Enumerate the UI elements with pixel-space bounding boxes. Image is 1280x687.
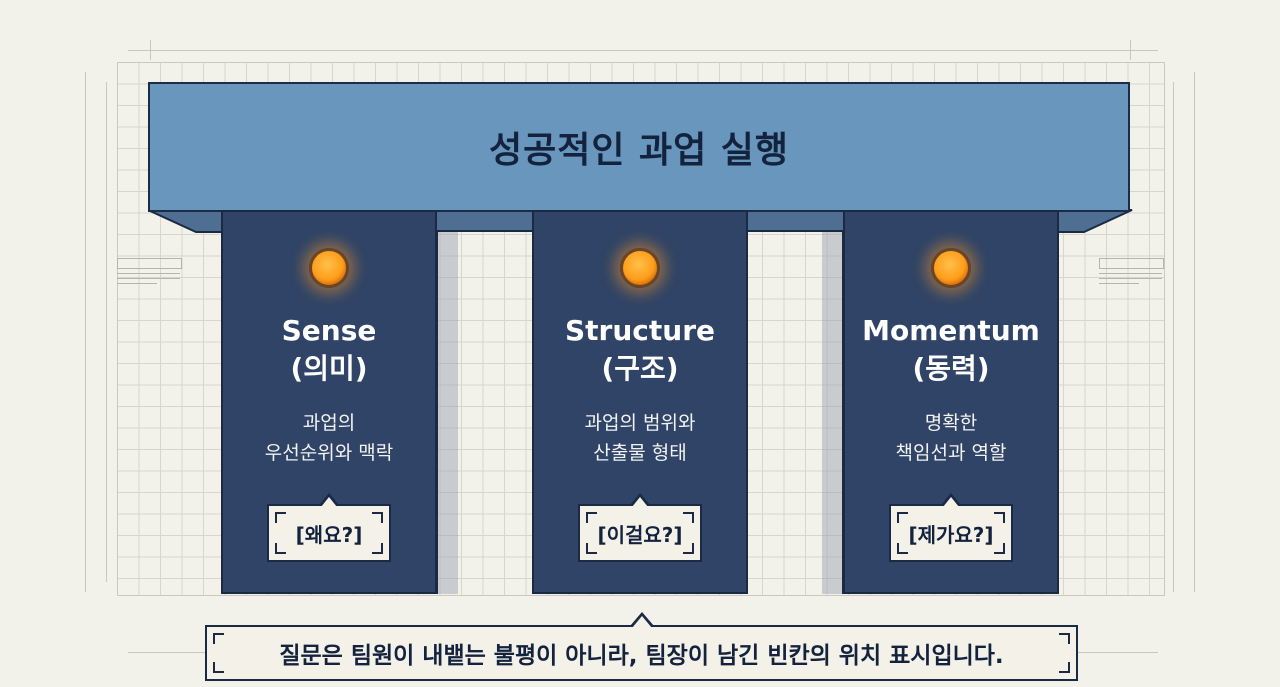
- pillar-description-line: 과업의: [302, 412, 356, 434]
- beam-underside-gap-2: [746, 210, 844, 232]
- dimension-line-right-inner: [1173, 82, 1174, 592]
- annotation-line-right: [1099, 273, 1162, 274]
- pillar-korean-title: (의미): [290, 352, 368, 385]
- annotation-line-right: [1099, 283, 1139, 284]
- orange-light-icon: [620, 248, 660, 288]
- pillar-shadow-2: [822, 232, 844, 594]
- dimension-tick-top-left: [150, 40, 151, 60]
- pillar-shadow-1: [436, 232, 458, 594]
- pillar-korean-title: (동력): [912, 352, 990, 385]
- question-bubble: [왜요?]: [267, 493, 391, 562]
- dimension-line-right-outer: [1194, 72, 1195, 592]
- pillar-title: Sense: [281, 314, 377, 347]
- pillar-title: Momentum: [862, 314, 1040, 347]
- pillar-structure: Structure (구조) 과업의 범위와 산출물 형태 [이걸요?]: [532, 210, 748, 594]
- pillar-momentum: Momentum (동력) 명확한 책임선과 역할 [제가요?]: [843, 210, 1059, 594]
- diagram-title: 성공적인 과업 실행: [488, 130, 790, 171]
- dimension-tick-top-right: [1130, 40, 1131, 60]
- pillar-sense: Sense (의미) 과업의 우선순위와 맥락 [왜요?]: [221, 210, 437, 594]
- question-text: [왜요?]: [295, 522, 363, 547]
- dimension-line-left-outer: [85, 72, 86, 592]
- beam-underside-left: [148, 209, 225, 233]
- annotation-box-left: [117, 258, 182, 269]
- footer-callout-text: 질문은 팀원이 내뱉는 불평이 아니라, 팀장이 남긴 빈칸의 위치 표시입니다…: [279, 643, 1004, 669]
- pillar-description-line: 명확한: [924, 412, 978, 434]
- pillar-description-line: 산출물 형태: [593, 442, 687, 464]
- pillar-description-line: 과업의 범위와: [584, 412, 696, 434]
- annotation-line-right: [1099, 278, 1162, 279]
- beam-underside-gap-1: [436, 210, 532, 232]
- annotation-box-right: [1099, 258, 1164, 269]
- title-beam: 성공적인 과업 실행: [148, 82, 1130, 212]
- annotation-line-left: [117, 278, 180, 279]
- pillar-description-line: 책임선과 역할: [895, 442, 1007, 464]
- question-bubble: [이걸요?]: [578, 493, 702, 562]
- orange-light-icon: [931, 248, 971, 288]
- pillar-korean-title: (구조): [601, 352, 679, 385]
- orange-light-icon: [309, 248, 349, 288]
- annotation-line-left: [117, 283, 157, 284]
- dimension-line-left-inner: [106, 82, 107, 582]
- question-bubble: [제가요?]: [889, 493, 1013, 562]
- pillar-title: Structure: [564, 314, 715, 347]
- dimension-line-bottom-right: [1078, 652, 1158, 653]
- question-text: [제가요?]: [908, 522, 994, 547]
- dimension-line-top: [128, 50, 1158, 51]
- beam-underside-right: [1055, 209, 1133, 233]
- pillar-description-line: 우선순위와 맥락: [264, 442, 394, 464]
- dimension-line-bottom: [128, 652, 208, 653]
- footer-callout: 질문은 팀원이 내뱉는 불평이 아니라, 팀장이 남긴 빈칸의 위치 표시입니다…: [205, 612, 1078, 681]
- annotation-line-left: [117, 273, 180, 274]
- question-text: [이걸요?]: [597, 522, 683, 547]
